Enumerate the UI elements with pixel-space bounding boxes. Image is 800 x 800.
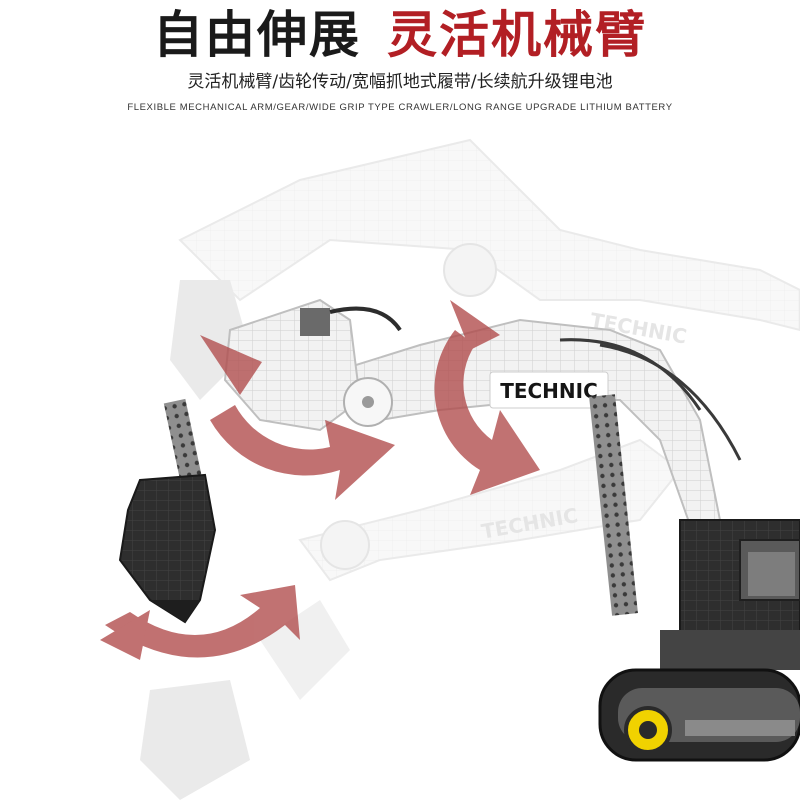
title-part2: 灵活机械臂 (387, 6, 647, 64)
title-part1: 自由伸展 (153, 6, 361, 64)
rotate-arrow-icon (434, 300, 540, 495)
ghost-arm-lower: TECHNIC (140, 438, 682, 800)
excavator-body (598, 519, 800, 762)
feature-subtitle-english: FLEXIBLE MECHANICAL ARM/GEAR/WIDE GRIP T… (127, 102, 673, 113)
feature-subtitle: 灵活机械臂/齿轮传动/宽幅抓地式履带/长续航升级锂电池 (187, 72, 613, 92)
product-scene: TECHNIC TECHNIC TECHNIC (0, 130, 800, 800)
stick-arm (163, 298, 402, 512)
excavator-illustration: TECHNIC TECHNIC TECHNIC (100, 138, 800, 800)
rotate-arrow-icon (100, 585, 300, 660)
header: 自由伸展灵活机械臂 灵活机械臂/齿轮传动/宽幅抓地式履带/长续航升级锂电池 FL… (0, 0, 800, 130)
technic-label: TECHNIC (500, 379, 598, 403)
technic-label-plate (489, 371, 609, 409)
bucket (118, 473, 217, 624)
page-title: 自由伸展灵活机械臂 (0, 4, 800, 66)
rotate-arrow-icon (200, 335, 395, 500)
